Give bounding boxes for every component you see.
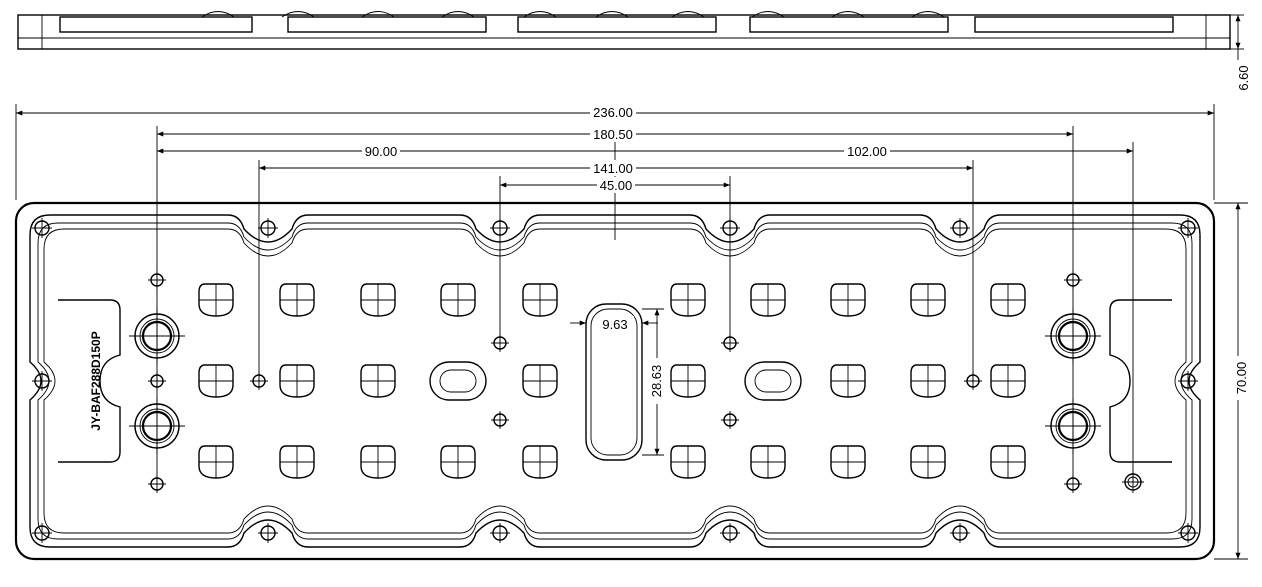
alignment-hole [1122, 471, 1144, 493]
lens-dome [361, 11, 395, 18]
lens-cell [670, 364, 706, 398]
lens-dome [201, 11, 235, 18]
lens-cell [279, 364, 315, 398]
overall-width-label: 70.00 [1234, 362, 1249, 395]
left-offset-label: 90.00 [365, 144, 398, 159]
mounting-hole [258, 523, 278, 543]
lens-cell [910, 364, 946, 398]
lens-cell [522, 445, 558, 479]
part-number-label: JY-BAF288D150P [89, 331, 103, 430]
inner-mount-span-label: 141.00 [593, 161, 633, 176]
mounting-hole [258, 218, 278, 238]
lens-cell [440, 445, 476, 479]
alignment-hole [721, 411, 739, 429]
lens-cell [750, 445, 786, 479]
plan-view: JY-BAF288D150P 9.63 28.63 [14, 201, 1216, 561]
dimension-lines: 236.00 180.50 90.00 102.00 141.00 45.00 … [15, 104, 1249, 560]
alignment-hole [1064, 271, 1082, 289]
lens-cell [670, 283, 706, 317]
boss-hole [129, 398, 185, 454]
gasket-outline [43, 228, 1187, 534]
alignment-hole [1064, 475, 1082, 493]
alignment-hole [148, 271, 166, 289]
boss-hole [1045, 308, 1101, 364]
mounting-hole [1178, 218, 1198, 238]
alignment-hole [250, 372, 268, 390]
mounting-hole [950, 218, 970, 238]
alignment-hole [491, 334, 509, 352]
overall-length-label: 236.00 [593, 105, 633, 120]
side-view: 6.60 [17, 11, 1251, 91]
boss-hole [129, 308, 185, 364]
gasket-outline [37, 222, 1193, 540]
mounting-hole [720, 218, 740, 238]
lens-cell [522, 283, 558, 317]
gasket-outline [29, 214, 1201, 548]
lens-dome [441, 11, 475, 18]
alignment-hole [721, 334, 739, 352]
lens-cell [910, 283, 946, 317]
boss-hole [1045, 398, 1101, 454]
lens-dome [911, 11, 945, 18]
mounting-hole [720, 523, 740, 543]
mounting-hole [490, 218, 510, 238]
alignment-hole [491, 411, 509, 429]
lens-dome [831, 11, 865, 18]
lens-cell [440, 283, 476, 317]
lens-cell [198, 364, 234, 398]
center-mount-span-label: 45.00 [600, 178, 633, 193]
mounting-hole [1178, 371, 1198, 391]
mounting-hole [32, 218, 52, 238]
mounting-hole [32, 523, 52, 543]
lens-cell [910, 445, 946, 479]
lens-cell [360, 445, 396, 479]
lens-cell [360, 364, 396, 398]
alignment-hole [148, 372, 166, 390]
lens-dome [523, 11, 557, 18]
mounting-hole [490, 523, 510, 543]
lens-cell [522, 364, 558, 398]
right-offset-label: 102.00 [847, 144, 887, 159]
lens-cell [830, 445, 866, 479]
alignment-hole [964, 372, 982, 390]
lens-dome [671, 11, 705, 18]
lens-cell [279, 283, 315, 317]
slot-height-label: 28.63 [649, 365, 664, 398]
lens-cell [990, 283, 1026, 317]
lens-cell [990, 445, 1026, 479]
thickness-dim-label: 6.60 [1236, 65, 1251, 90]
lens-cell [670, 445, 706, 479]
lens-dome [595, 11, 629, 18]
lens-cell [750, 283, 786, 317]
lens-cell [830, 283, 866, 317]
lens-cell [198, 283, 234, 317]
mounting-hole [1178, 523, 1198, 543]
lens-cell [360, 283, 396, 317]
mounting-hole [950, 523, 970, 543]
lens-cell [990, 364, 1026, 398]
lens-dome [281, 11, 315, 18]
alignment-hole [148, 475, 166, 493]
lens-cell [198, 445, 234, 479]
outer-mount-span-label: 180.50 [593, 127, 633, 142]
lens-cell [830, 364, 866, 398]
lens-dome [751, 11, 785, 18]
mounting-hole [32, 371, 52, 391]
lens-cell [279, 445, 315, 479]
slot-width-label: 9.63 [602, 317, 627, 332]
